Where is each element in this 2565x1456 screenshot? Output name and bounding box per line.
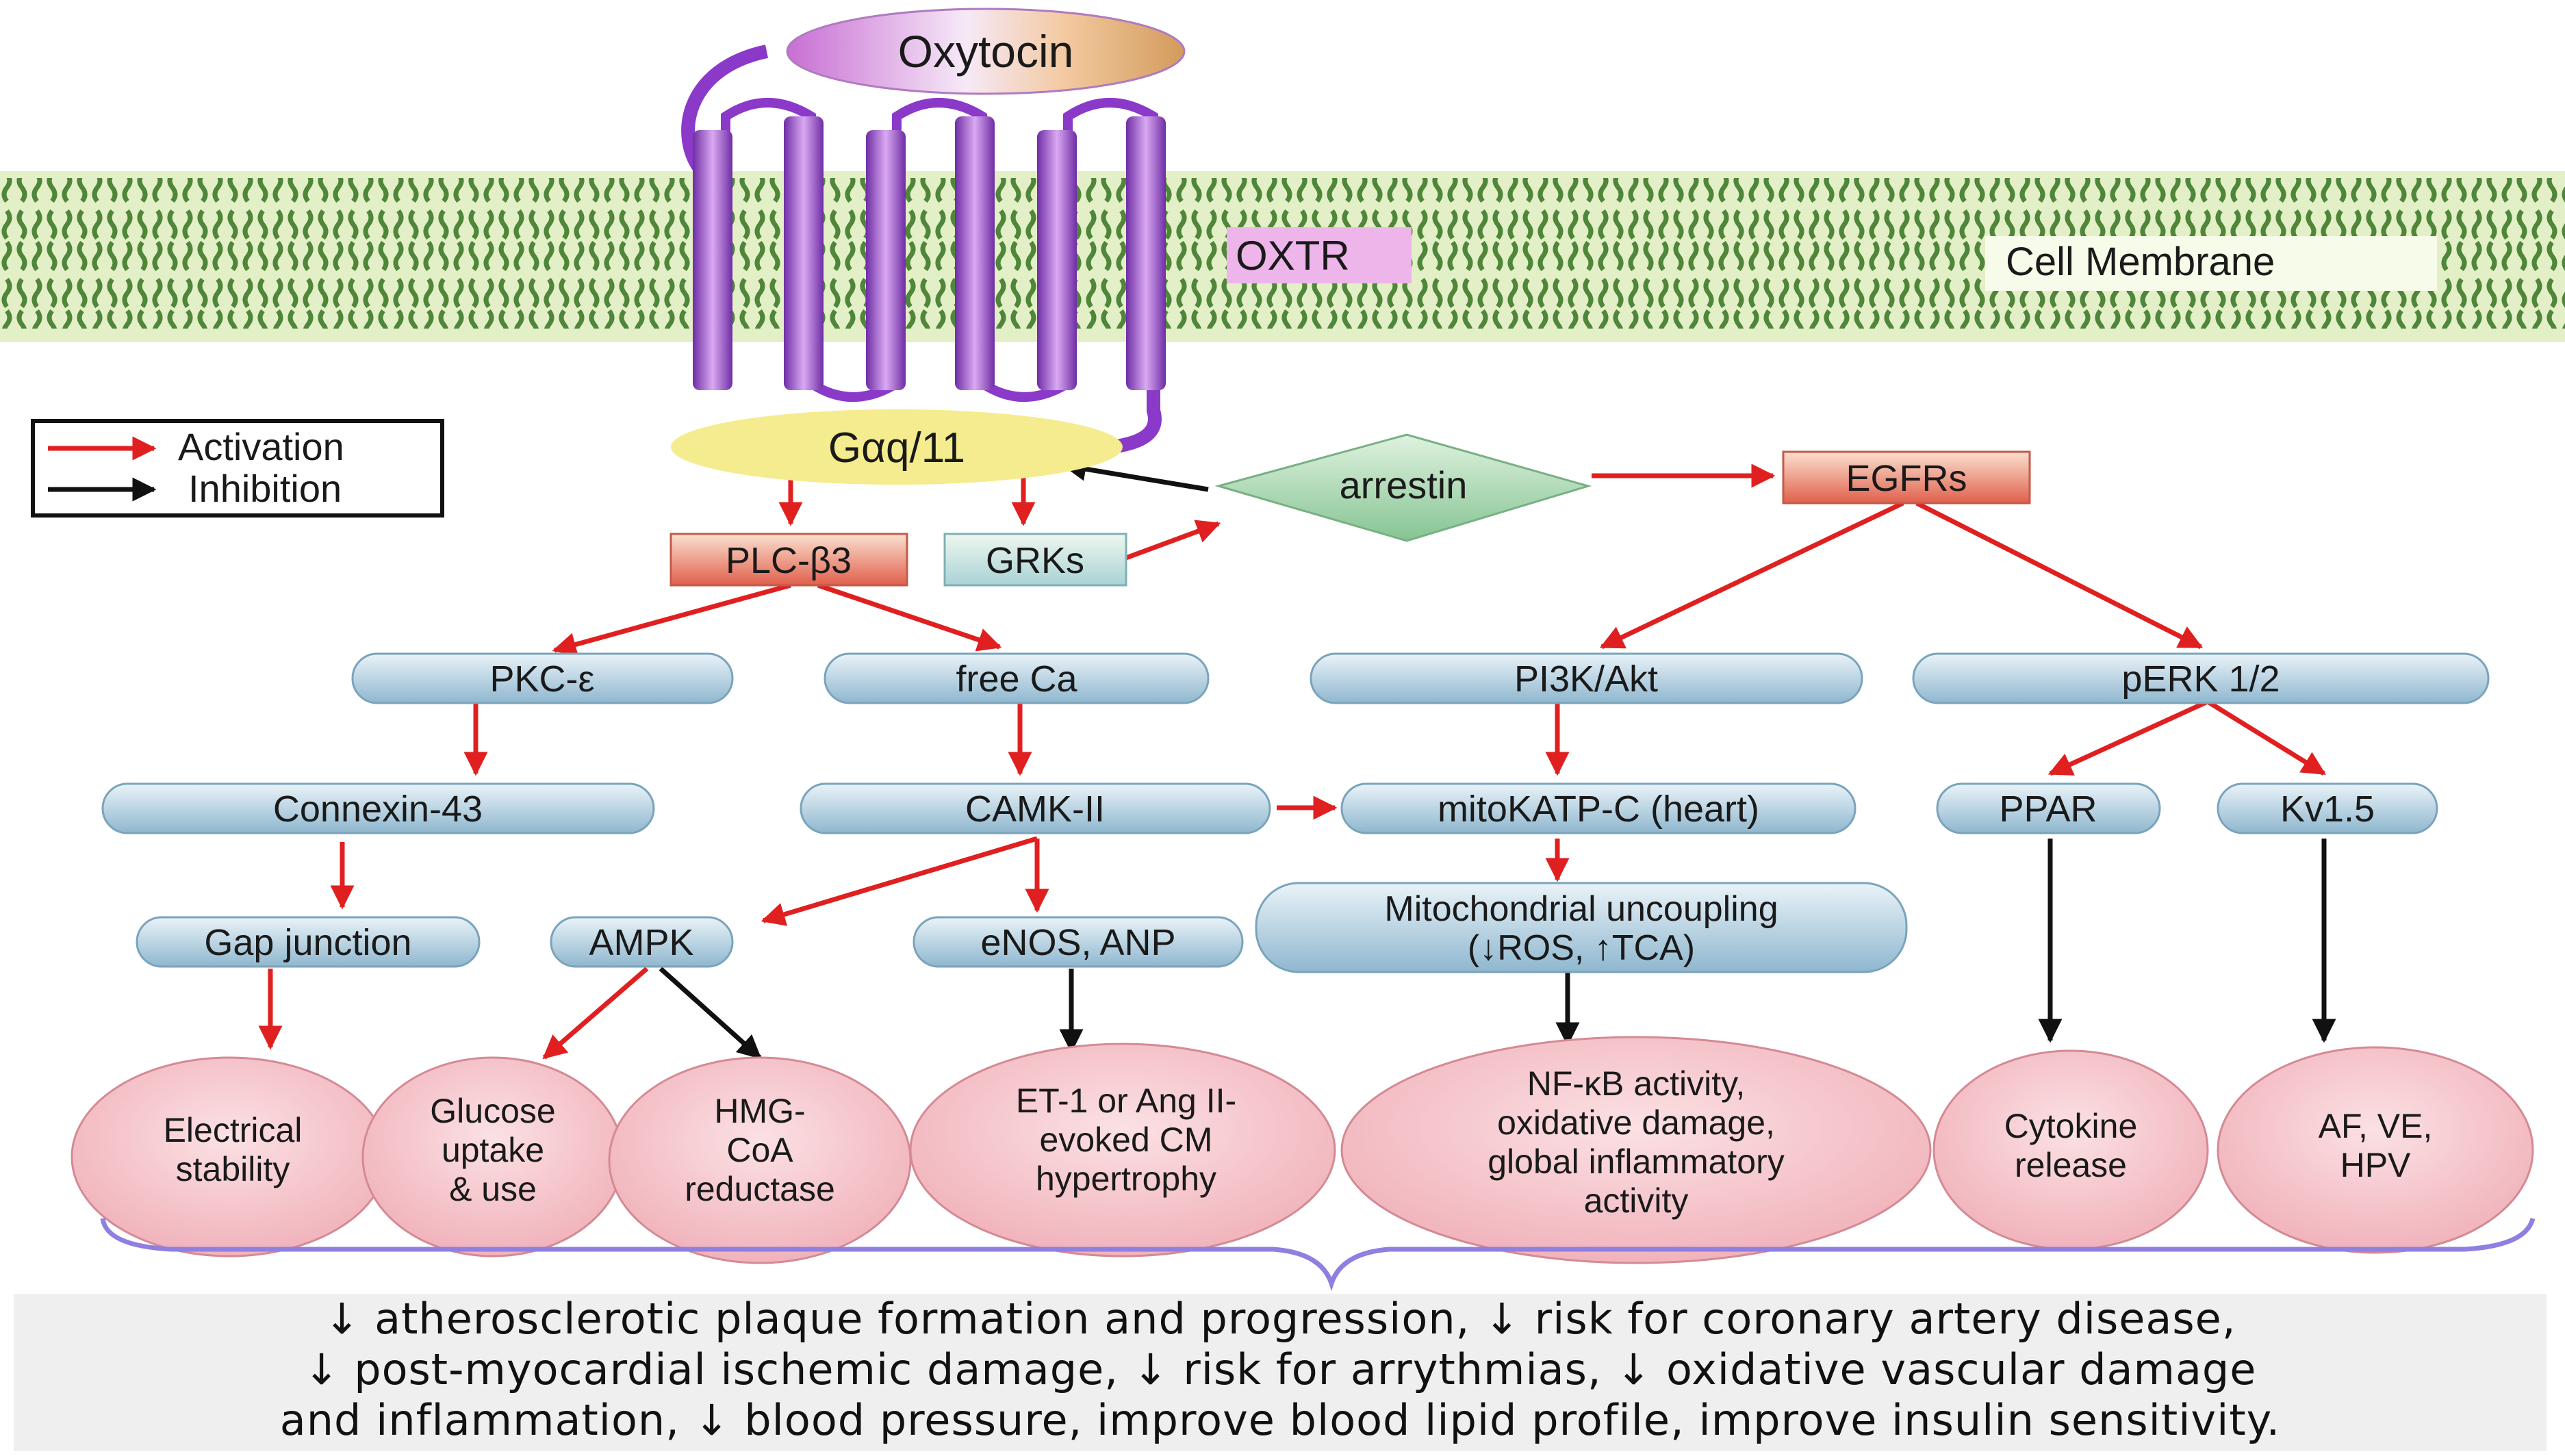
egfrs-to-pi3k-arrow bbox=[1599, 500, 1904, 650]
outcome-glucose-line2: uptake bbox=[442, 1131, 544, 1169]
ampk-to-glucose-arrow bbox=[542, 967, 649, 1060]
inhibition-legend-label: Inhibition bbox=[188, 467, 342, 510]
outcome-nfkb bbox=[1340, 1036, 1932, 1264]
perk-label: pERK 1/2 bbox=[2121, 659, 2280, 700]
camk-label: CAMK-II bbox=[965, 789, 1105, 830]
arrestin-to-gaq-arrow bbox=[1062, 457, 1209, 492]
kv-label: Kv1.5 bbox=[2280, 789, 2375, 830]
connexin-label: Connexin-43 bbox=[273, 789, 483, 830]
outcome-et1-line3: hypertrophy bbox=[1036, 1160, 1216, 1198]
grks-to-arrestin-arrow bbox=[1125, 520, 1221, 561]
membrane-label: Cell Membrane bbox=[2006, 240, 2275, 284]
freeca-pill bbox=[824, 652, 1210, 704]
pkc-label: PKC-ε bbox=[489, 659, 594, 700]
gap-junction-label: Gap junction bbox=[204, 922, 411, 963]
perk-to-kv-arrow bbox=[2206, 700, 2326, 776]
egfrs-to-perk-arrow bbox=[1915, 500, 2204, 650]
outcome-nfkb-line1: NF-κB activity, bbox=[1527, 1064, 1746, 1103]
egfrs-box bbox=[1782, 450, 2031, 505]
outcome-glucose-line3: & use bbox=[449, 1170, 537, 1208]
outcome-nfkb-line4: activity bbox=[1584, 1182, 1689, 1220]
activation-legend-label: Activation bbox=[178, 425, 344, 468]
gap-junction-pill bbox=[136, 916, 481, 968]
uncoupling-pill bbox=[1255, 882, 1908, 973]
kv-pill bbox=[2217, 782, 2438, 834]
outcome-electrical-line2: stability bbox=[176, 1150, 290, 1188]
outcome-et1-line2: evoked CM bbox=[1040, 1121, 1213, 1159]
ampk-label: AMPK bbox=[589, 922, 693, 963]
connexin-pill bbox=[101, 782, 655, 834]
egfrs-label: EGFRs bbox=[1846, 458, 1967, 499]
connections bbox=[258, 457, 2336, 1060]
arrestin-label: arrestin bbox=[1340, 463, 1468, 507]
ampk-to-hmg-arrow bbox=[659, 967, 762, 1060]
outcome-af bbox=[2217, 1046, 2534, 1254]
outcome-hmg-line1: HMG- bbox=[714, 1092, 805, 1130]
plc-box bbox=[669, 533, 908, 587]
outcome-et1 bbox=[909, 1043, 1336, 1257]
uncoupling-label-line1: Mitochondrial uncoupling bbox=[1384, 889, 1778, 929]
legend-box bbox=[31, 419, 444, 518]
gaq11-ellipse bbox=[671, 409, 1123, 485]
summary-box: ↓ atherosclerotic plaque formation and p… bbox=[14, 1294, 2547, 1451]
ppar-pill bbox=[1936, 782, 2161, 834]
freeca-label: free Ca bbox=[956, 659, 1077, 700]
outcome-cytokine-line2: release bbox=[2015, 1146, 2127, 1184]
oxtr-receptor bbox=[681, 44, 1166, 455]
oxytocin-label: Oxytocin bbox=[898, 26, 1074, 77]
camk-to-ampk-arrow bbox=[761, 836, 1038, 926]
plc-to-pkc-arrow bbox=[552, 583, 791, 656]
summary-line-2: ↓ post-myocardial ischemic damage, ↓ ris… bbox=[303, 1344, 2257, 1394]
outcome-glucose-line1: Glucose bbox=[430, 1092, 555, 1130]
grks-box bbox=[943, 533, 1127, 587]
outcome-af-line2: HPV bbox=[2340, 1146, 2411, 1184]
membrane-label-box bbox=[1985, 236, 2437, 291]
outcome-hmg-line3: reductase bbox=[685, 1170, 835, 1208]
outcome-nfkb-line3: global inflammatory bbox=[1488, 1142, 1785, 1181]
oxytocin-ellipse bbox=[786, 8, 1186, 95]
camk-pill bbox=[800, 782, 1271, 834]
mitokatp-label: mitoKATP-C (heart) bbox=[1438, 789, 1759, 830]
uncoupling-label-line2: (↓ROS, ↑TCA) bbox=[1468, 928, 1695, 968]
plc-label: PLC-β3 bbox=[726, 540, 852, 581]
summary-brace bbox=[100, 1217, 2536, 1292]
outcome-hmg-line2: CoA bbox=[726, 1131, 793, 1169]
grks-label: GRKs bbox=[986, 540, 1084, 581]
outcome-nfkb-line2: oxidative damage, bbox=[1497, 1103, 1775, 1142]
mitokatp-pill bbox=[1340, 782, 1856, 834]
pkc-pill bbox=[351, 652, 734, 704]
outcome-electrical-line1: Electrical bbox=[164, 1111, 303, 1149]
outcome-et1-line1: ET-1 or Ang II- bbox=[1016, 1082, 1236, 1120]
gaq11-label: Gαq/11 bbox=[828, 424, 965, 472]
ampk-pill bbox=[550, 916, 734, 968]
enos-pill bbox=[913, 916, 1244, 968]
summary-line-3: and inflammation, ↓ blood pressure, impr… bbox=[279, 1395, 2281, 1445]
summary-line-1: ↓ atherosclerotic plaque formation and p… bbox=[324, 1294, 2236, 1344]
oxtr-label: OXTR bbox=[1236, 233, 1350, 279]
oxtr-label-box bbox=[1227, 227, 1412, 283]
arrestin-diamond bbox=[1214, 433, 1592, 542]
outcome-af-line1: AF, VE, bbox=[2319, 1107, 2433, 1145]
outcome-cytokine-line1: Cytokine bbox=[2004, 1107, 2138, 1145]
enos-label: eNOS, ANP bbox=[980, 922, 1175, 963]
perk-pill bbox=[1912, 652, 2490, 704]
pi3k-label: PI3K/Akt bbox=[1514, 659, 1658, 700]
perk-to-ppar-arrow bbox=[2047, 699, 2209, 776]
pi3k-pill bbox=[1310, 652, 1863, 704]
plc-to-freeca-arrow bbox=[817, 583, 1002, 652]
ppar-label: PPAR bbox=[1999, 789, 2097, 830]
